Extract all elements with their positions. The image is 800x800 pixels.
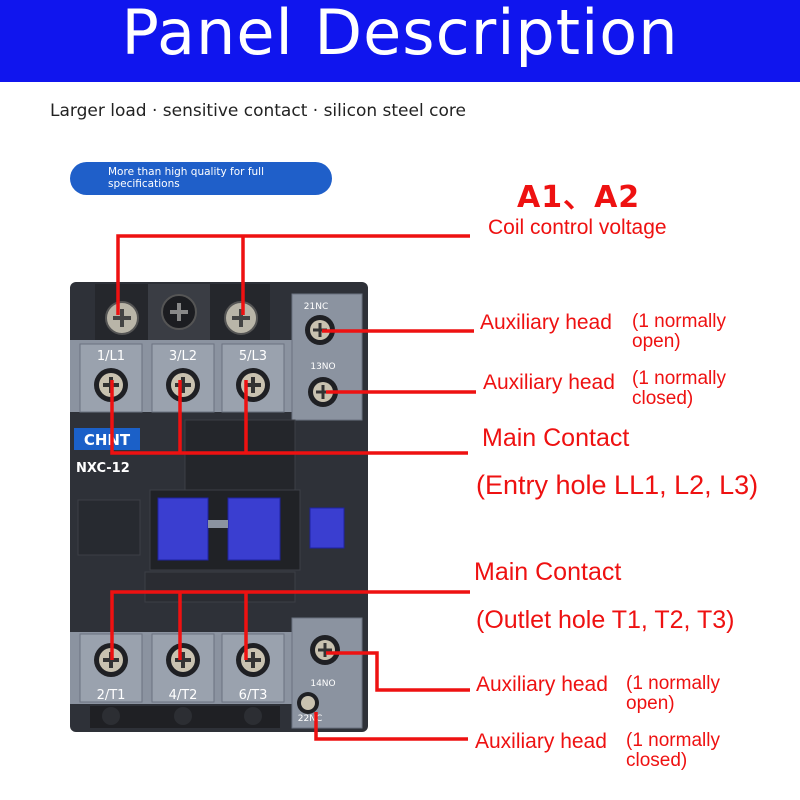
brand-logo [74, 428, 140, 450]
main-contact-label-1: Main Contact [482, 424, 630, 452]
screw-l2 [166, 368, 200, 402]
terminal-label-t1: 2/T1 [97, 688, 126, 703]
tagline: Larger load · sensitive contact · silico… [50, 101, 466, 121]
indicator-small [309, 507, 345, 549]
quality-pill-text: More than high quality for full specific… [108, 166, 265, 190]
screw-13no [308, 377, 338, 407]
terminal-label-t3: 6/T3 [239, 688, 268, 703]
aux-note-3: (1 normally open) [626, 673, 720, 714]
screw-t2 [166, 643, 200, 677]
screw-l3 [236, 368, 270, 402]
indicator-left [157, 497, 209, 561]
brand-text: CHNT [84, 431, 131, 449]
quality-pill: More than high quality for full specific… [70, 162, 332, 195]
coil-terminal-title: A1、A2 [517, 180, 641, 215]
aux-note-2: (1 normally closed) [632, 368, 726, 409]
aux-label-13no: 13NO [310, 362, 335, 372]
aux-note-4: (1 normally closed) [626, 730, 720, 771]
main-contact-label-2: Main Contact [474, 558, 622, 586]
aux-head-label-1: Auxiliary head [480, 311, 612, 334]
screw-a2 [224, 301, 258, 335]
model-text: NXC-12 [76, 461, 130, 476]
terminal-label-l3: 5/L3 [239, 349, 267, 364]
aux-head-label-2: Auxiliary head [483, 371, 615, 394]
coil-voltage-label: Coil control voltage [488, 216, 667, 239]
callout-lines [110, 234, 476, 741]
screw-14no [310, 635, 340, 665]
terminal-label-l1: 1/L1 [97, 349, 125, 364]
terminal-label-t2: 4/T2 [169, 688, 198, 703]
entry-hole-label: (Entry hole LL1, L2, L3) [476, 470, 759, 500]
screw-22nc [297, 692, 319, 714]
screw-t3 [236, 643, 270, 677]
aux-head-label-4: Auxiliary head [475, 730, 607, 753]
aux-note-1: (1 normally open) [632, 311, 726, 352]
page-title: Panel Description [121, 0, 679, 69]
outlet-hole-label: (Outlet hole T1, T2, T3) [476, 606, 735, 634]
header-banner: Panel Description [0, 0, 800, 82]
terminal-label-l2: 3/L2 [169, 349, 197, 364]
screw-21nc [305, 315, 335, 345]
indicator-right [227, 497, 281, 561]
aux-label-14no: 14NO [310, 679, 335, 689]
aux-label-21nc: 21NC [304, 302, 328, 312]
aux-label-22nc: 22NC [298, 714, 322, 724]
screw-a1 [105, 301, 139, 335]
aux-head-label-3: Auxiliary head [476, 673, 608, 696]
